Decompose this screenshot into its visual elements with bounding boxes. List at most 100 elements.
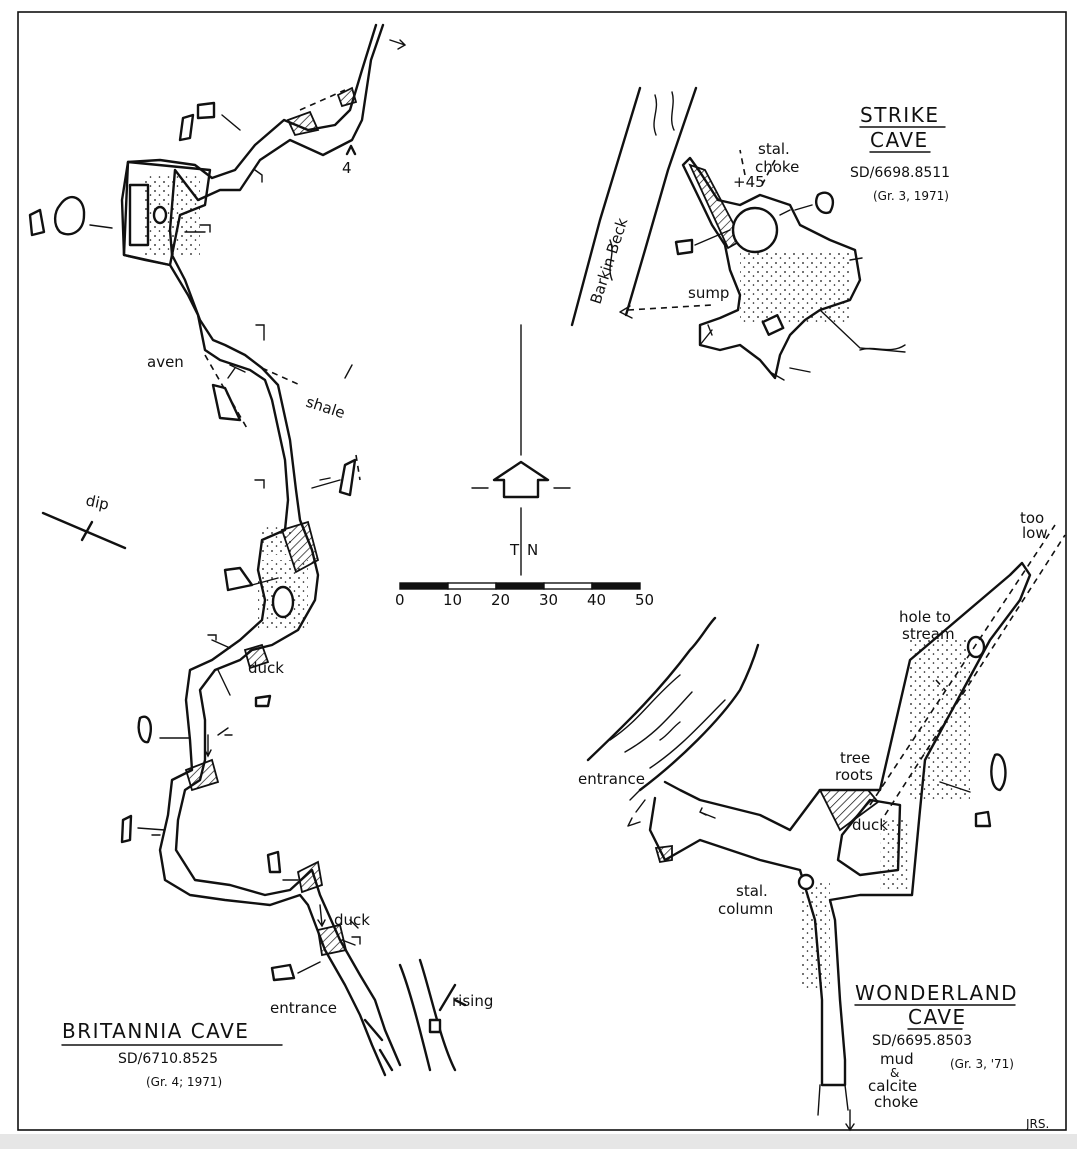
britannia-leader-lines [89,114,356,974]
strike-beck-bank-east [624,86,698,317]
wonderland-entrance-label: entrance [578,770,645,788]
strike-stipple-floor [740,250,850,325]
wonderland-too-label: too [1020,509,1044,527]
britannia-boulder-choke-6 [286,110,320,137]
wonderland-grid-ref: SD/6695.8503 [872,1033,972,1049]
strike-title-line1: STRIKE [860,103,939,127]
wonderland-hole-label-2: stream [902,625,955,643]
scale-bar-segment [447,582,497,590]
wonderland-hole-to-stream [966,635,986,659]
britannia-section-7 [223,566,254,592]
britannia-section-brackets [151,169,361,945]
britannia-pillar-small [152,205,168,225]
britannia-section-10 [120,814,133,844]
north-arrow: T N [471,324,571,576]
bottom-shadow-strip [0,1134,1077,1149]
strike-leaders [694,204,906,353]
britannia-shale-label: shale [304,393,348,422]
britannia-passage-wall-east [168,23,402,1067]
britannia-section-1 [53,195,86,236]
wonderland-cave-wall-south [648,598,1022,1087]
strike-title-line2: CAVE [870,128,929,152]
britannia-rising-box [428,1018,442,1034]
scale-bar-segment [591,582,641,590]
scale-bar-tick-label: 50 [635,591,654,609]
wonderland-stal-column [797,873,815,891]
wonderland-amp-label: & [890,1066,899,1080]
britannia-rising-stream [363,958,467,1072]
wonderland-stream-bank-south [638,643,760,792]
scale-bar-tick-label: 20 [491,591,510,609]
strike-choke-label: choke [755,158,799,176]
strike-beck-bank-west [570,86,642,327]
strike-scribbles [769,344,906,381]
strike-section-2 [674,238,694,256]
strike-grid-ref: SD/6698.8511 [850,165,950,181]
wonderland-low-label: low [1022,524,1048,542]
britannia-marker-arrow [345,144,357,156]
scale-bar-segments [399,582,641,590]
wonderland-cave-plan: too low hole to stream tree roots duck e… [578,509,1066,1132]
britannia-boulder-choke-7 [336,86,358,108]
britannia-section-8 [254,694,272,708]
britannia-boulder-choke-2 [243,643,270,670]
wonderland-duck-label: duck [852,816,888,834]
north-arrow-icon [492,460,550,499]
britannia-upper-connection [299,89,346,111]
strike-outlet-arrows [619,305,713,346]
britannia-dip-line [41,511,127,550]
britannia-section-2 [28,208,46,237]
wonderland-section-2 [974,810,992,828]
britannia-aven-line [204,354,249,431]
wonderland-mud-label: mud [880,1050,914,1068]
wonderland-stipple-2 [880,820,910,890]
surveyor-credit: JRS. [1025,1117,1049,1131]
britannia-section-6-dash [355,454,361,481]
wonderland-stal-label: stal. [736,882,768,900]
scale-bar-tick-label: 40 [587,591,606,609]
strike-dash-lines [627,149,776,311]
britannia-marker-label: 4 [342,159,352,177]
britannia-rising-label: rising [452,992,493,1010]
britannia-section-11 [266,850,282,874]
britannia-entrance-label: entrance [270,999,337,1017]
strike-section-1 [815,191,835,215]
wonderland-choke-label: choke [874,1093,918,1111]
wonderland-hole-label-1: hole to [899,608,951,626]
strike-cave-plan: Barkin Beck stal. choke +45 sump STRIKE … [570,86,950,381]
britannia-shale-line [261,367,301,386]
wonderland-entrance-hatch [654,844,673,864]
wonderland-stipple-1 [800,880,830,990]
britannia-aven-label: aven [147,353,184,371]
wonderland-title-line1: WONDERLAND [855,981,1018,1005]
wonderland-calcite-label: calcite [868,1077,917,1095]
britannia-boulder-choke-4 [296,860,324,894]
wonderland-arrows [627,807,855,1132]
britannia-section-5 [211,383,242,422]
britannia-cave-plan: 4 aven shale dip duck duck entrance risi… [28,23,493,1089]
britannia-section-4 [178,113,195,142]
wonderland-stream-bank-north [586,616,717,762]
strike-beck-flow-lines [609,91,675,281]
britannia-grid-ref: SD/6710.8525 [118,1051,218,1067]
britannia-boulder-choke-3 [184,758,220,792]
wonderland-flow-lines [609,674,726,769]
britannia-section-3 [196,101,216,120]
scale-bar-segment [543,582,593,590]
scale-bar-tick-label: 0 [395,591,405,609]
britannia-section-6 [338,458,357,497]
wonderland-dash-lines [869,524,1066,816]
britannia-duck-upper-label: duck [248,659,284,677]
strike-inner-pillar [731,206,779,254]
wonderland-title-line2: CAVE [908,1005,967,1029]
wonderland-grade: (Gr. 3, '71) [950,1057,1014,1071]
britannia-stream-arrows [204,39,407,928]
strike-beck-label: Barkin Beck [587,216,632,307]
wonderland-inner-loop [836,798,902,877]
britannia-boulder-choke-1 [280,520,320,574]
strike-grade: (Gr. 3, 1971) [873,189,949,203]
strike-height-label: +45 [733,173,765,191]
